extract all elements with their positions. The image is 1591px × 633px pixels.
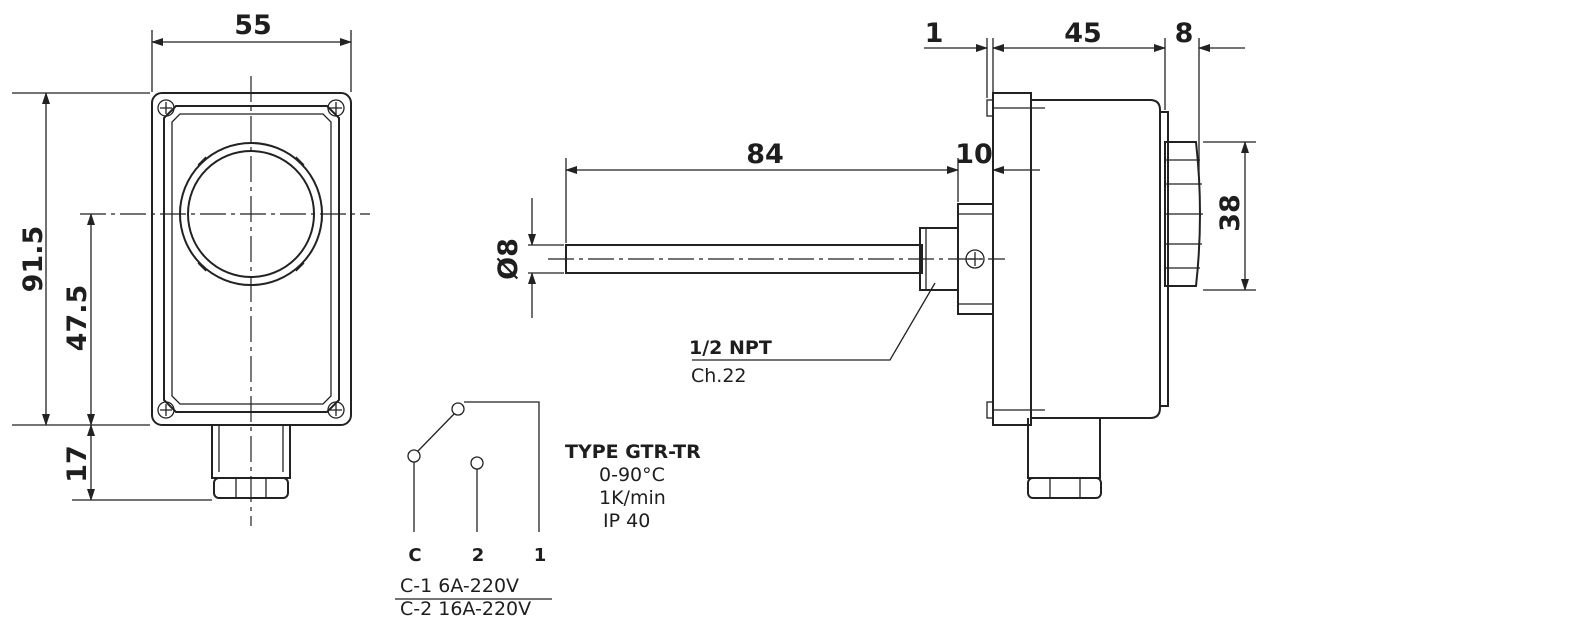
- spec-range: 0-90°C: [599, 464, 665, 486]
- side-view: 1 45 8 84 10 Ø8 38 1/2 NPT Ch.22: [493, 18, 1256, 499]
- dim-45: 45: [1064, 18, 1102, 49]
- front-view: 55 91.5 47.5 17: [12, 10, 370, 526]
- rating-c1: C-1 6A-220V: [400, 575, 519, 597]
- dim-38: 38: [1215, 194, 1246, 232]
- rating-c2: C-2 16A-220V: [400, 598, 531, 620]
- screw-icon: [157, 99, 345, 419]
- spec-protection: IP 40: [603, 510, 650, 532]
- spec-rate: 1K/min: [599, 487, 666, 509]
- dim-55: 55: [234, 10, 272, 41]
- terminal-c: C: [408, 545, 421, 566]
- thread-label: 1/2 NPT: [689, 337, 772, 359]
- terminal-2: 2: [472, 545, 485, 566]
- dim-84: 84: [746, 139, 784, 170]
- spec-type: TYPE GTR-TR: [565, 441, 701, 463]
- spec-block: TYPE GTR-TR 0-90°C 1K/min IP 40: [565, 441, 701, 532]
- wrench-label: Ch.22: [691, 365, 747, 387]
- dim-1: 1: [925, 18, 944, 49]
- dim-10: 10: [955, 139, 993, 170]
- wiring-diagram: C 2 1 C-1 6A-220V C-2 16A-220V: [395, 401, 552, 620]
- dim-91-5: 91.5: [18, 226, 49, 293]
- dim-47-5: 47.5: [62, 285, 93, 352]
- dim-17: 17: [62, 445, 93, 483]
- dim-8: 8: [1175, 18, 1194, 49]
- dim-diameter-8: Ø8: [493, 238, 524, 280]
- terminal-1: 1: [534, 545, 547, 566]
